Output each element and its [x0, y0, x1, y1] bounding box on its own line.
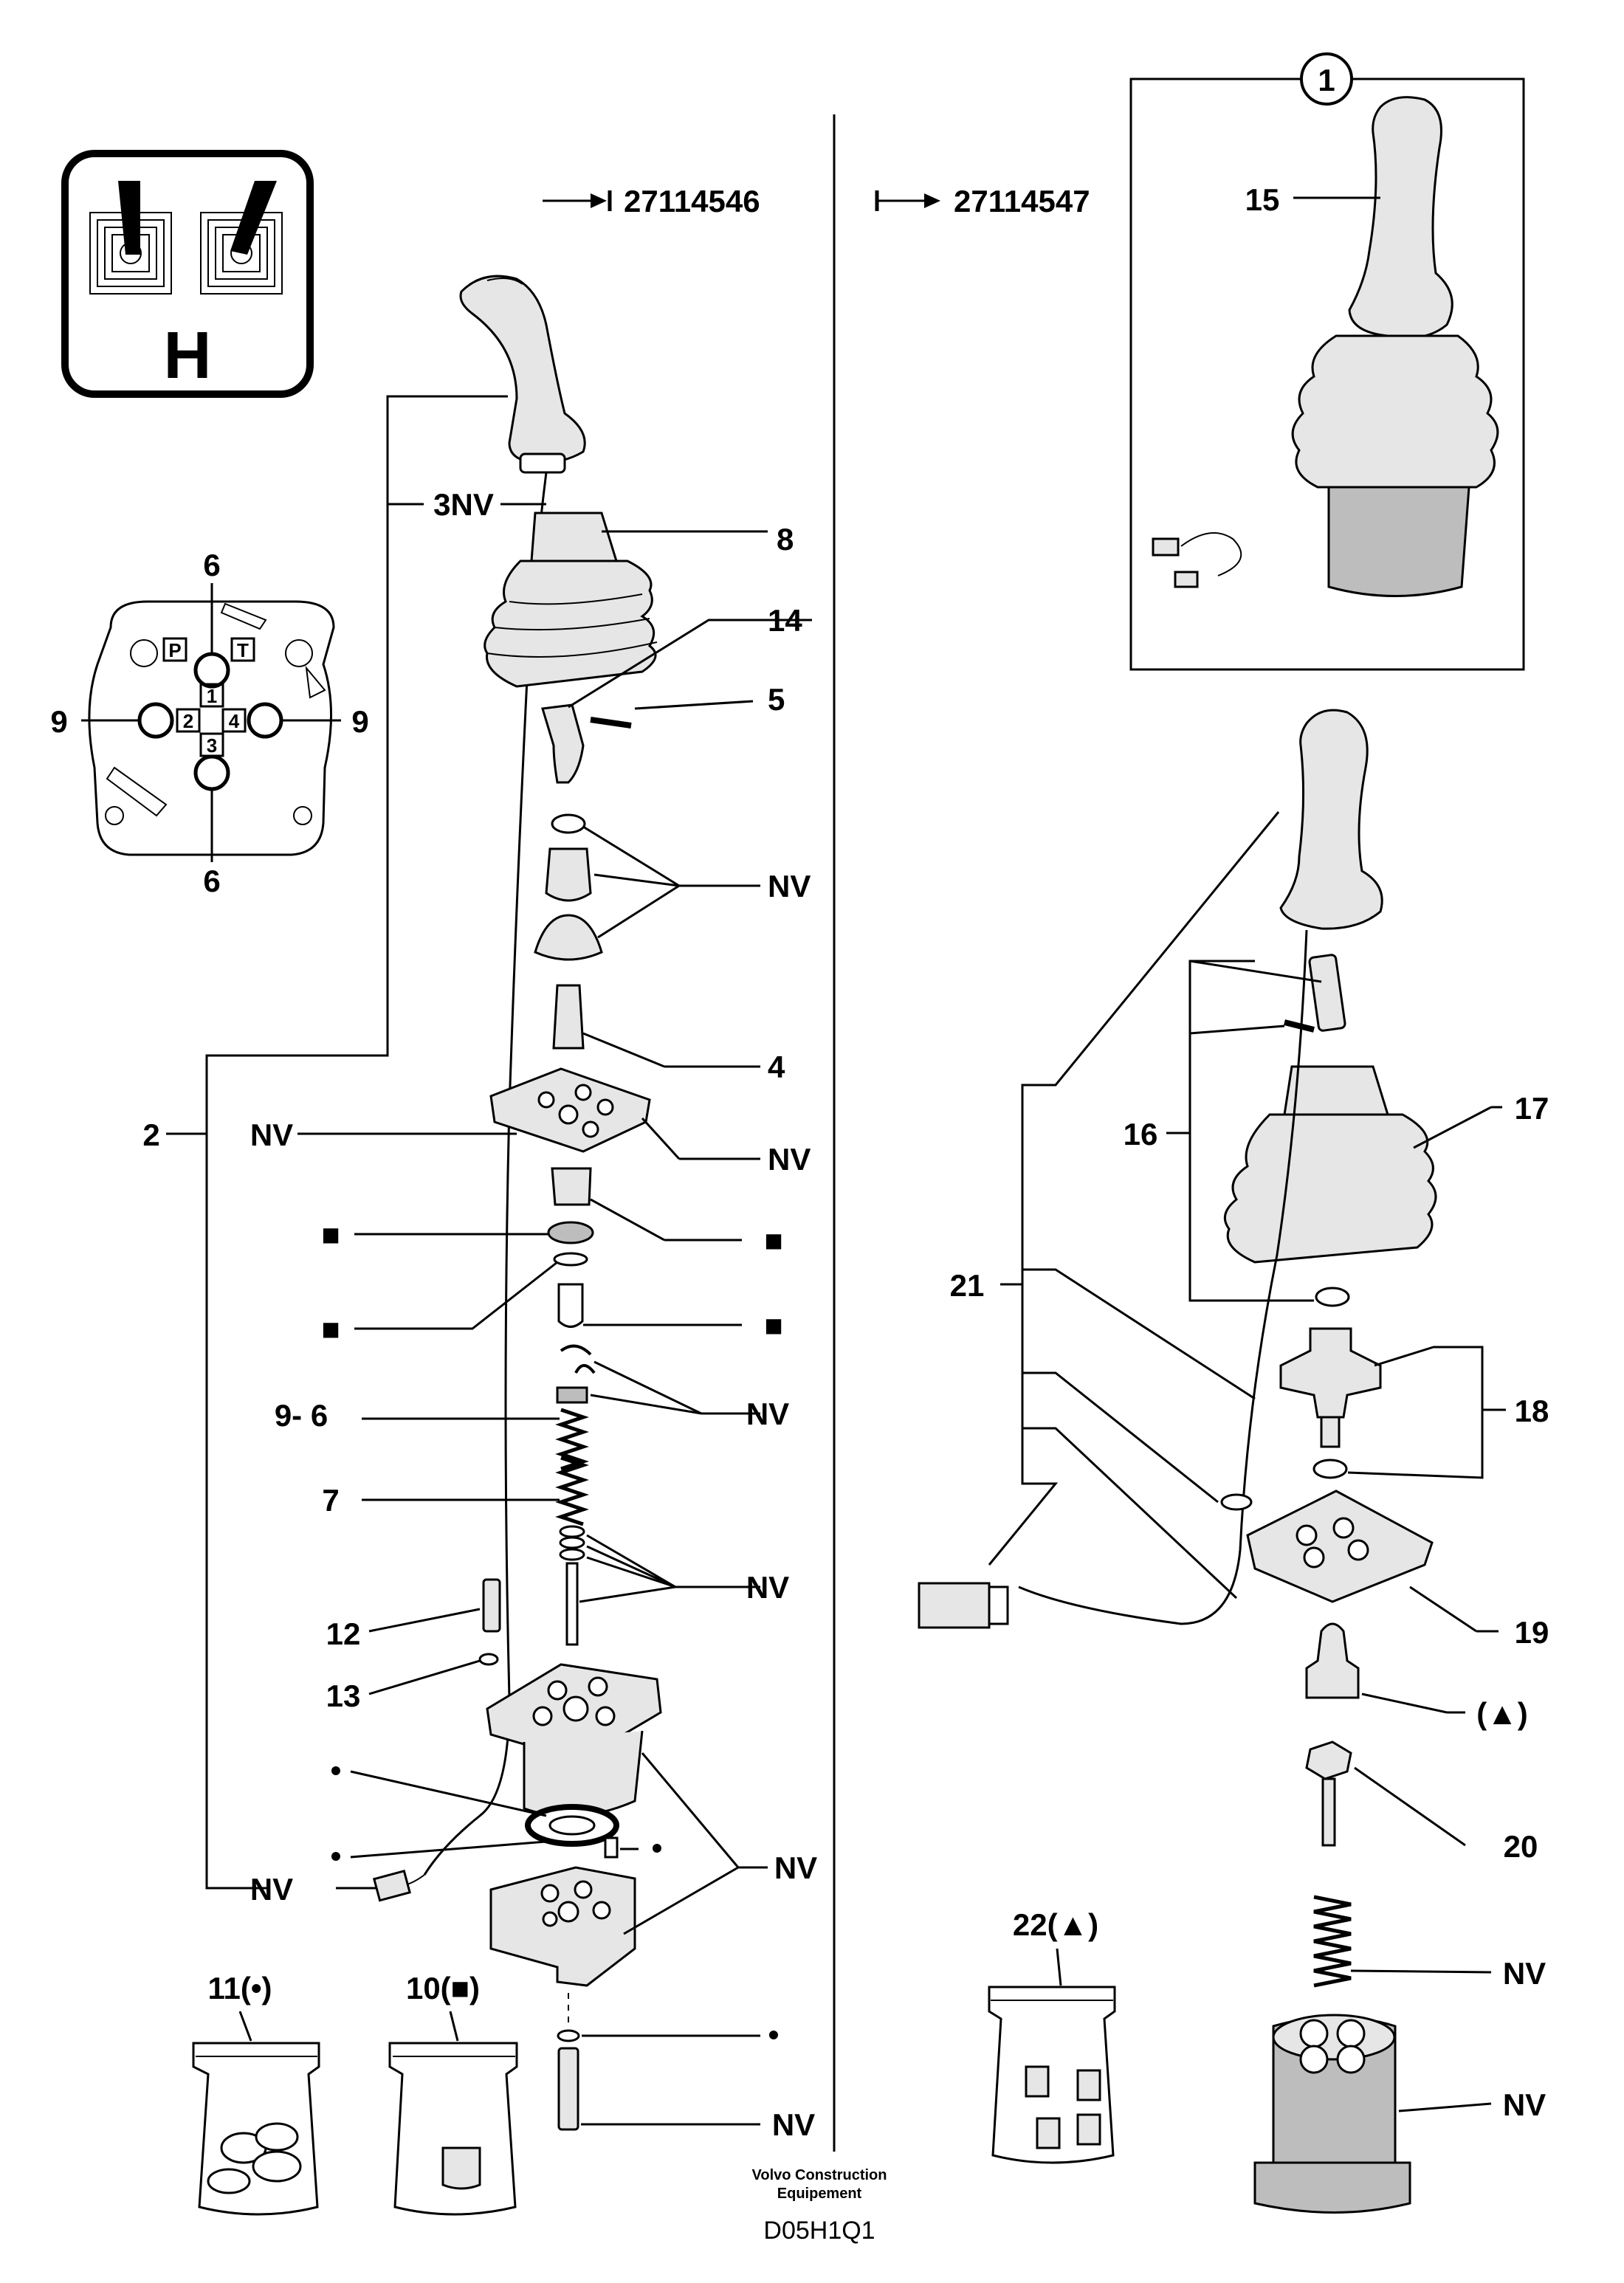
callout-nv-1: NV — [768, 869, 811, 903]
callout-nv-5: NV — [774, 1850, 817, 1885]
callout-sq-3: ■ — [321, 1312, 340, 1346]
valve-port-view: P T 1 2 3 4 6 6 9 9 — [50, 548, 368, 898]
callout-dot-1: • — [331, 1753, 342, 1788]
right-exploded-assembly: 17 16 18 21 19 — [918, 709, 1549, 2214]
port-callout-top: 6 — [203, 548, 220, 582]
port-label-4: 4 — [229, 710, 240, 732]
callout-12: 12 — [326, 1616, 361, 1651]
callout-16: 16 — [1124, 1117, 1158, 1151]
valve-body — [486, 1663, 662, 1817]
callout-nv-6: NV — [772, 2107, 815, 2142]
callout-21: 21 — [950, 1268, 985, 1303]
inset-box-1: 1 15 — [1129, 52, 1525, 671]
callout-17: 17 — [1515, 1091, 1549, 1126]
callout-dot-2: • — [331, 1839, 342, 1873]
joystick-handle — [459, 275, 586, 474]
callout-15: 15 — [1245, 182, 1280, 217]
control-pattern-letter: H — [164, 319, 212, 393]
port-label-1: 1 — [207, 685, 217, 707]
left-exploded-assembly: 2 NV 3NV NV 8 14 5 — [142, 275, 817, 2142]
callout-nv-spring: NV — [1503, 1956, 1546, 1991]
callout-nv-housing: NV — [1503, 2087, 1546, 2122]
callout-nv-3: NV — [746, 1397, 789, 1431]
port-label-2: 2 — [183, 710, 193, 732]
rubber-boot — [484, 512, 658, 688]
callout-nv-4: NV — [746, 1570, 789, 1605]
drawing-code: D05H1Q1 — [763, 2217, 875, 2245]
joystick-pictogram-left — [89, 181, 172, 295]
callout-dot-4: • — [768, 2017, 780, 2052]
port-label-3: 3 — [207, 734, 217, 757]
callout-sq-2: ■ — [321, 1217, 340, 1252]
port-callout-right: 9 — [351, 704, 368, 739]
brand-line-2: Equipement — [777, 2186, 862, 2202]
callout-9-6: 9- 6 — [275, 1398, 328, 1433]
inset-callout-1: 1 — [1318, 63, 1335, 97]
callout-5: 5 — [768, 682, 785, 717]
callout-nv-harness: NV — [250, 1872, 293, 1907]
callout-14: 14 — [768, 603, 802, 638]
serial-range-from: 27114547 — [875, 184, 1090, 218]
brand-line-1: Volvo Construction — [752, 2167, 887, 2183]
kit-11-label: 11(•) — [207, 1971, 272, 2005]
callout-4: 4 — [768, 1050, 785, 1084]
callout-nv-plate: NV — [768, 1142, 811, 1177]
callout-sq-1: ■ — [764, 1223, 782, 1258]
control-pattern-symbol: H — [61, 150, 314, 398]
serial-range-up-to: 27114546 — [543, 184, 760, 218]
kit-11: 11(•) — [192, 1971, 320, 2216]
callout-7: 7 — [322, 1483, 339, 1518]
callout-2: 2 — [142, 1118, 159, 1152]
callout-19: 19 — [1515, 1615, 1549, 1650]
callout-triangle: (▲) — [1476, 1696, 1528, 1731]
kit-22-label: 22(▲) — [1013, 1907, 1098, 1942]
kit-10: 10(■) — [388, 1971, 518, 2216]
callout-nv-2: NV — [250, 1118, 293, 1152]
callout-dot-3: • — [652, 1831, 663, 1865]
kit-22: 22(▲) — [988, 1907, 1116, 2164]
port-callout-left: 9 — [50, 704, 67, 739]
callout-sq-4: ■ — [764, 1308, 782, 1343]
port-callout-bottom: 6 — [203, 864, 220, 898]
joystick-pictogram-right — [200, 181, 283, 295]
serial-number-left: 27114546 — [624, 184, 760, 218]
callout-18: 18 — [1515, 1394, 1549, 1428]
port-label-p: P — [168, 639, 181, 661]
kit-10-label: 10(■) — [406, 1971, 480, 2005]
callout-13: 13 — [326, 1678, 361, 1713]
serial-number-right: 27114547 — [954, 184, 1090, 218]
footer: Volvo Construction Equipement D05H1Q1 — [752, 2167, 887, 2245]
callout-3nv: 3NV — [433, 487, 494, 522]
callout-20: 20 — [1504, 1829, 1538, 1864]
callout-8: 8 — [777, 522, 794, 557]
port-label-t: T — [237, 639, 249, 661]
